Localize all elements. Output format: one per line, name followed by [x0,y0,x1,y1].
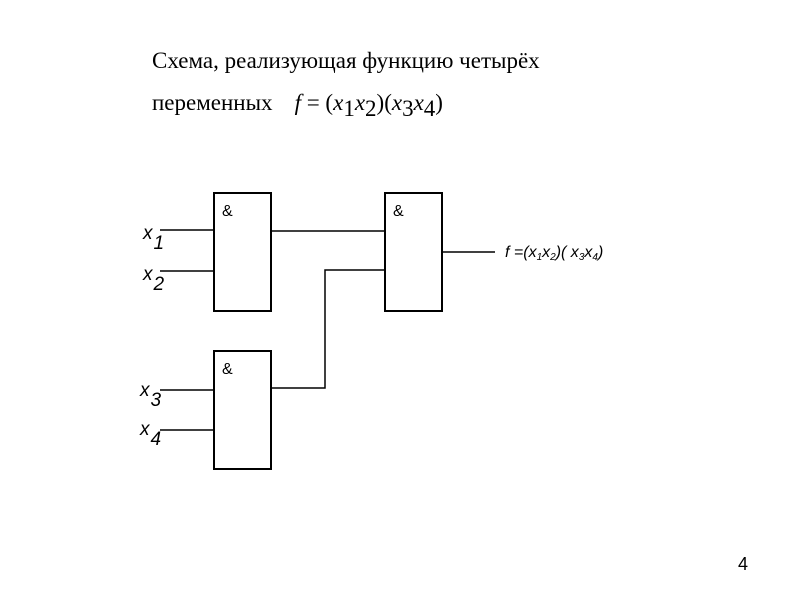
formula-x3: x [391,90,403,115]
formula-x2: x [354,90,366,115]
title-line-1: Схема, реализующая функцию четырёх [152,48,540,73]
input-x3: x3 [140,380,161,410]
input-x1-sub: 1 [153,233,165,254]
formula-sub-1: 1 [343,96,355,121]
input-x2-name: x [143,264,153,285]
slide-title: Схема, реализующая функцию четырёх перем… [152,40,712,124]
output-x2: x [542,244,551,261]
wire-gate3-to-gate2 [272,269,384,389]
output-x4: x [584,244,593,261]
output-sub-1: 1 [536,252,543,263]
input-x1-name: x [143,223,153,244]
and-gate-3-symbol: & [222,361,233,378]
input-x1: x1 [143,223,164,253]
output-close: ) [597,244,604,261]
formula-f: f [294,90,301,115]
page-number: 4 [738,554,749,574]
formula-x1: x [333,90,344,115]
formula-sub-4: 4 [423,96,436,121]
input-x3-name: x [140,380,150,401]
formula-sub-3: 3 [402,96,414,121]
output-label: f =(x1x2)( x3x4) [505,244,604,263]
output-sub-3: 3 [578,252,585,263]
output-eq: =(x [509,244,537,261]
input-x4-name: x [140,419,150,440]
input-x4: x4 [140,419,161,449]
output-sub-2: 2 [550,252,556,263]
and-gate-2-symbol: & [393,203,404,220]
output-f: f [505,244,510,261]
input-x2-sub: 2 [153,274,165,295]
formula-sub-2: 2 [365,96,377,121]
title-formula: f = (x1x2)(x3x4) [294,90,443,120]
formula-eq: = ( [300,90,334,115]
and-gate-2: & [384,192,443,312]
and-gate-1-symbol: & [222,203,233,220]
output-mid: )( x [555,244,579,261]
and-gate-1: & [213,192,272,312]
input-x2: x2 [143,264,164,294]
formula-x4: x [413,90,424,115]
and-gate-3: & [213,350,272,470]
input-x3-sub: 3 [150,390,162,411]
formula-close: ) [435,90,443,115]
output-sub-4: 4 [592,252,598,263]
formula-mid: )( [376,90,392,115]
title-line-2-text: переменных [152,90,273,115]
input-x4-sub: 4 [150,429,162,450]
